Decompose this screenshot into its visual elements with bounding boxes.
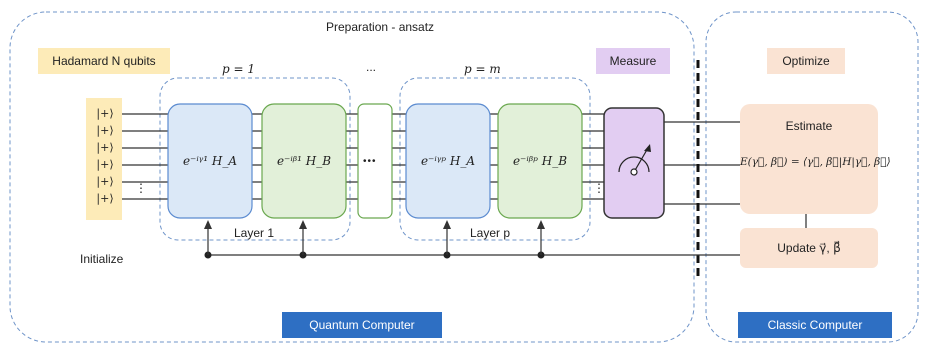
update-label: Update γ⃗, β⃗ (777, 241, 841, 255)
measure-dots: ⋮ (593, 181, 605, 195)
quantum-region (9, 11, 695, 343)
layer1-box (159, 77, 351, 241)
gate-p-b (497, 103, 583, 219)
classic-computer-label: Classic Computer (738, 312, 892, 338)
update-box (740, 228, 878, 268)
gate-1-b-label: e⁻ⁱᵝ¹ H_B (276, 154, 332, 168)
classical-wires (664, 121, 740, 205)
optimize-tag: Optimize (767, 48, 845, 74)
feedback-arrows (207, 228, 542, 255)
gate-1-b (261, 103, 347, 219)
ellipsis-top: ... (366, 60, 377, 74)
gate-p-a-label: e⁻ⁱᵞᵖ H_A (420, 154, 476, 168)
qubit-ket: |+⟩ (96, 158, 114, 171)
qubit-ket: |+⟩ (96, 124, 114, 137)
meter-arrow-head (644, 144, 651, 152)
qubit-ket: |+⟩ (96, 141, 114, 154)
classic-region (705, 11, 919, 343)
qubit-ket: |+⟩ (96, 107, 114, 120)
meter-icon (618, 147, 650, 176)
quantum-computer-label: Quantum Computer (282, 312, 442, 338)
energy-formula: E(γ⃗, β⃗) = ⟨γ⃗, β⃗|H|γ⃗, β⃗⟩ (740, 156, 891, 168)
layerp-box (399, 77, 591, 241)
measure-tag: Measure (596, 48, 670, 74)
pm-label: p = m (464, 62, 501, 76)
qubit-ket: |+⟩ (96, 192, 114, 205)
qubit-dots: ⋮ (135, 181, 147, 195)
estimate-box (740, 104, 878, 214)
estimate-label: Estimate (785, 119, 833, 133)
preparation-title: Preparation - ansatz (326, 20, 435, 34)
gate-p-b-label: e⁻ⁱᵝᵖ H_B (512, 154, 568, 168)
gate-p-a (405, 103, 491, 219)
middle-dots: ••• (363, 156, 377, 167)
gate-1-a-label: e⁻ⁱᵞ¹ H_A (182, 154, 238, 168)
qubit-ket: |+⟩ (96, 175, 114, 188)
layerp-label: Layer p (470, 226, 511, 240)
hadamard-tag: Hadamard N qubits (38, 48, 170, 74)
hadamard-column (86, 98, 122, 220)
middle-gate (357, 103, 393, 219)
layer1-label: Layer 1 (234, 226, 275, 240)
measure-box (603, 107, 665, 219)
p1-label: p = 1 (222, 62, 255, 76)
gate-1-a (167, 103, 253, 219)
feedback-arrow-heads (204, 220, 545, 229)
initialize-label: Initialize (80, 252, 124, 266)
